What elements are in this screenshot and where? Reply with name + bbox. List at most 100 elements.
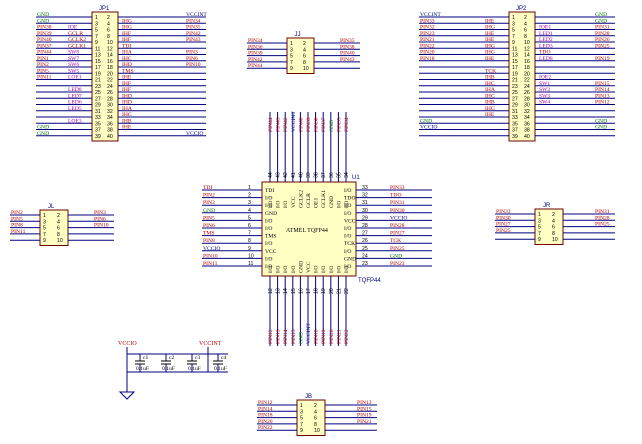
pin-number: 25 (512, 90, 518, 96)
chip-pad-label: I/O (344, 226, 351, 232)
pin-number: 14 (524, 53, 530, 59)
chip-pad-label: I/O (283, 201, 289, 208)
pin-number: 8 (314, 422, 317, 428)
chip-pad-label: I/O (321, 266, 327, 273)
net-label: PIN5 (11, 216, 23, 222)
chip-net-label: PIN35 (336, 117, 342, 132)
pad-label: LOE1 (68, 75, 82, 81)
cap-value: 0.1uF (136, 366, 149, 372)
chip-pad-label: I/O (268, 266, 274, 273)
chip-net-label: PIN6 (203, 223, 215, 229)
chip-pin-number: 14 (283, 288, 289, 294)
chip-pad-label: VCC (344, 218, 356, 224)
net-label: PIN6 (94, 216, 106, 222)
pin-number: 10 (57, 238, 63, 244)
pad-label: SW2 (539, 87, 550, 93)
chip-pin-number: 23 (362, 261, 368, 267)
chip-net-label: TMS (203, 231, 215, 237)
pin-number: 11 (95, 46, 100, 52)
chip-pad-label: I/O (344, 249, 351, 255)
power-decoupling: VCCIO VCCINT c10.1uFc20.1uFc30.1uFc40.1u… (118, 341, 228, 400)
chip-net-label: PIN8 (203, 238, 215, 244)
chip-pin-number: 1 (248, 185, 251, 191)
pin-number: 1 (95, 15, 98, 21)
pad-label: TMS (122, 68, 134, 74)
pin-number: 10 (552, 237, 558, 243)
net-label: GND (595, 125, 607, 131)
ground-symbol (118, 391, 136, 400)
chip-net-label: PIN18 (314, 329, 320, 344)
pin-number: 4 (57, 219, 60, 225)
chip-pin-number: 40 (298, 172, 304, 178)
chip-pin-number: 3 (248, 200, 251, 206)
pin-number: 5 (95, 28, 98, 34)
pin-number: 40 (107, 134, 113, 140)
chip-net-label: PIN25 (390, 246, 405, 252)
chip-net-label: PIN3 (203, 200, 215, 206)
pad-label: SW8 (68, 50, 79, 56)
net-label: PIN38 (37, 25, 52, 31)
chip-net-label: VCCINT (291, 111, 297, 132)
net-label: PIN36 (248, 44, 263, 50)
pin-number: 37 (95, 128, 101, 134)
cap-ref: c2 (169, 355, 174, 361)
net-label: PIN43 (340, 57, 355, 63)
pad-label: IHE (485, 56, 495, 62)
net-label: PIN23 (420, 31, 435, 37)
pin-number: 4 (524, 21, 527, 27)
cap-value: 0.1uF (214, 366, 227, 372)
pad-label: IHE (485, 112, 495, 118)
chip-net-label: PIN34 (344, 117, 350, 132)
pin-number: 4 (107, 21, 110, 27)
pin-number: 19 (512, 71, 518, 77)
pin-number: 28 (107, 96, 113, 102)
chip-net-label: PIN38 (314, 117, 320, 132)
chip-net-label: PIN15 (291, 329, 297, 344)
chip-pad-label: I/O (344, 203, 351, 209)
chip-pin-number: 21 (336, 288, 342, 294)
pin-number: 4 (314, 409, 317, 415)
net-label: PIN44 (37, 50, 52, 56)
chip-pin-number: 2 (248, 193, 251, 199)
pin-number: 38 (524, 128, 530, 134)
pin-number: 3 (538, 218, 541, 224)
pin-number: 2 (57, 213, 60, 219)
pin-number: 20 (524, 71, 530, 77)
pad-label: IHC (485, 81, 495, 87)
pin-number: 38 (107, 128, 113, 134)
pin-number: 16 (524, 59, 530, 65)
net-label: VCCIO (186, 131, 203, 137)
net-label: PIN40 (340, 51, 355, 57)
pin-number: 9 (300, 428, 303, 434)
pin-number: 3 (43, 219, 46, 225)
pin-number: 9 (95, 40, 98, 46)
pad-label: IHD (122, 93, 132, 99)
pin-number: 5 (538, 225, 541, 231)
pad-label: SW1 (539, 81, 550, 87)
pad-label: IHE (122, 125, 132, 131)
cap-ref: c3 (195, 355, 200, 361)
chip-pin-number: 29 (362, 215, 368, 221)
net-label: PIN11 (37, 75, 52, 81)
net-label: PIN19 (595, 56, 610, 62)
pin-number: 33 (512, 115, 518, 121)
pad-label: IHC (485, 93, 495, 99)
chip-pad-label: I/O (283, 266, 289, 273)
pin-number: 16 (107, 59, 113, 65)
net-label: GND (37, 125, 49, 131)
chip-center-label: ATMEL TQFP44 (286, 228, 328, 234)
pin-number: 10 (314, 428, 320, 434)
net-label: PIN22 (420, 43, 435, 49)
pin-number: 10 (107, 40, 113, 46)
chip-pin-number: 43 (276, 172, 282, 178)
pad-label: IHC (122, 112, 132, 118)
pin-number: 31 (512, 109, 518, 115)
pin-number: 14 (107, 53, 113, 59)
net-label: PIN35 (340, 38, 355, 44)
chip-pad-label: GND (344, 256, 356, 262)
chip-pin-number: 17 (306, 288, 312, 294)
chip-net-label: PIN37 (321, 117, 327, 132)
chip-pad-label: I/O (291, 266, 297, 273)
